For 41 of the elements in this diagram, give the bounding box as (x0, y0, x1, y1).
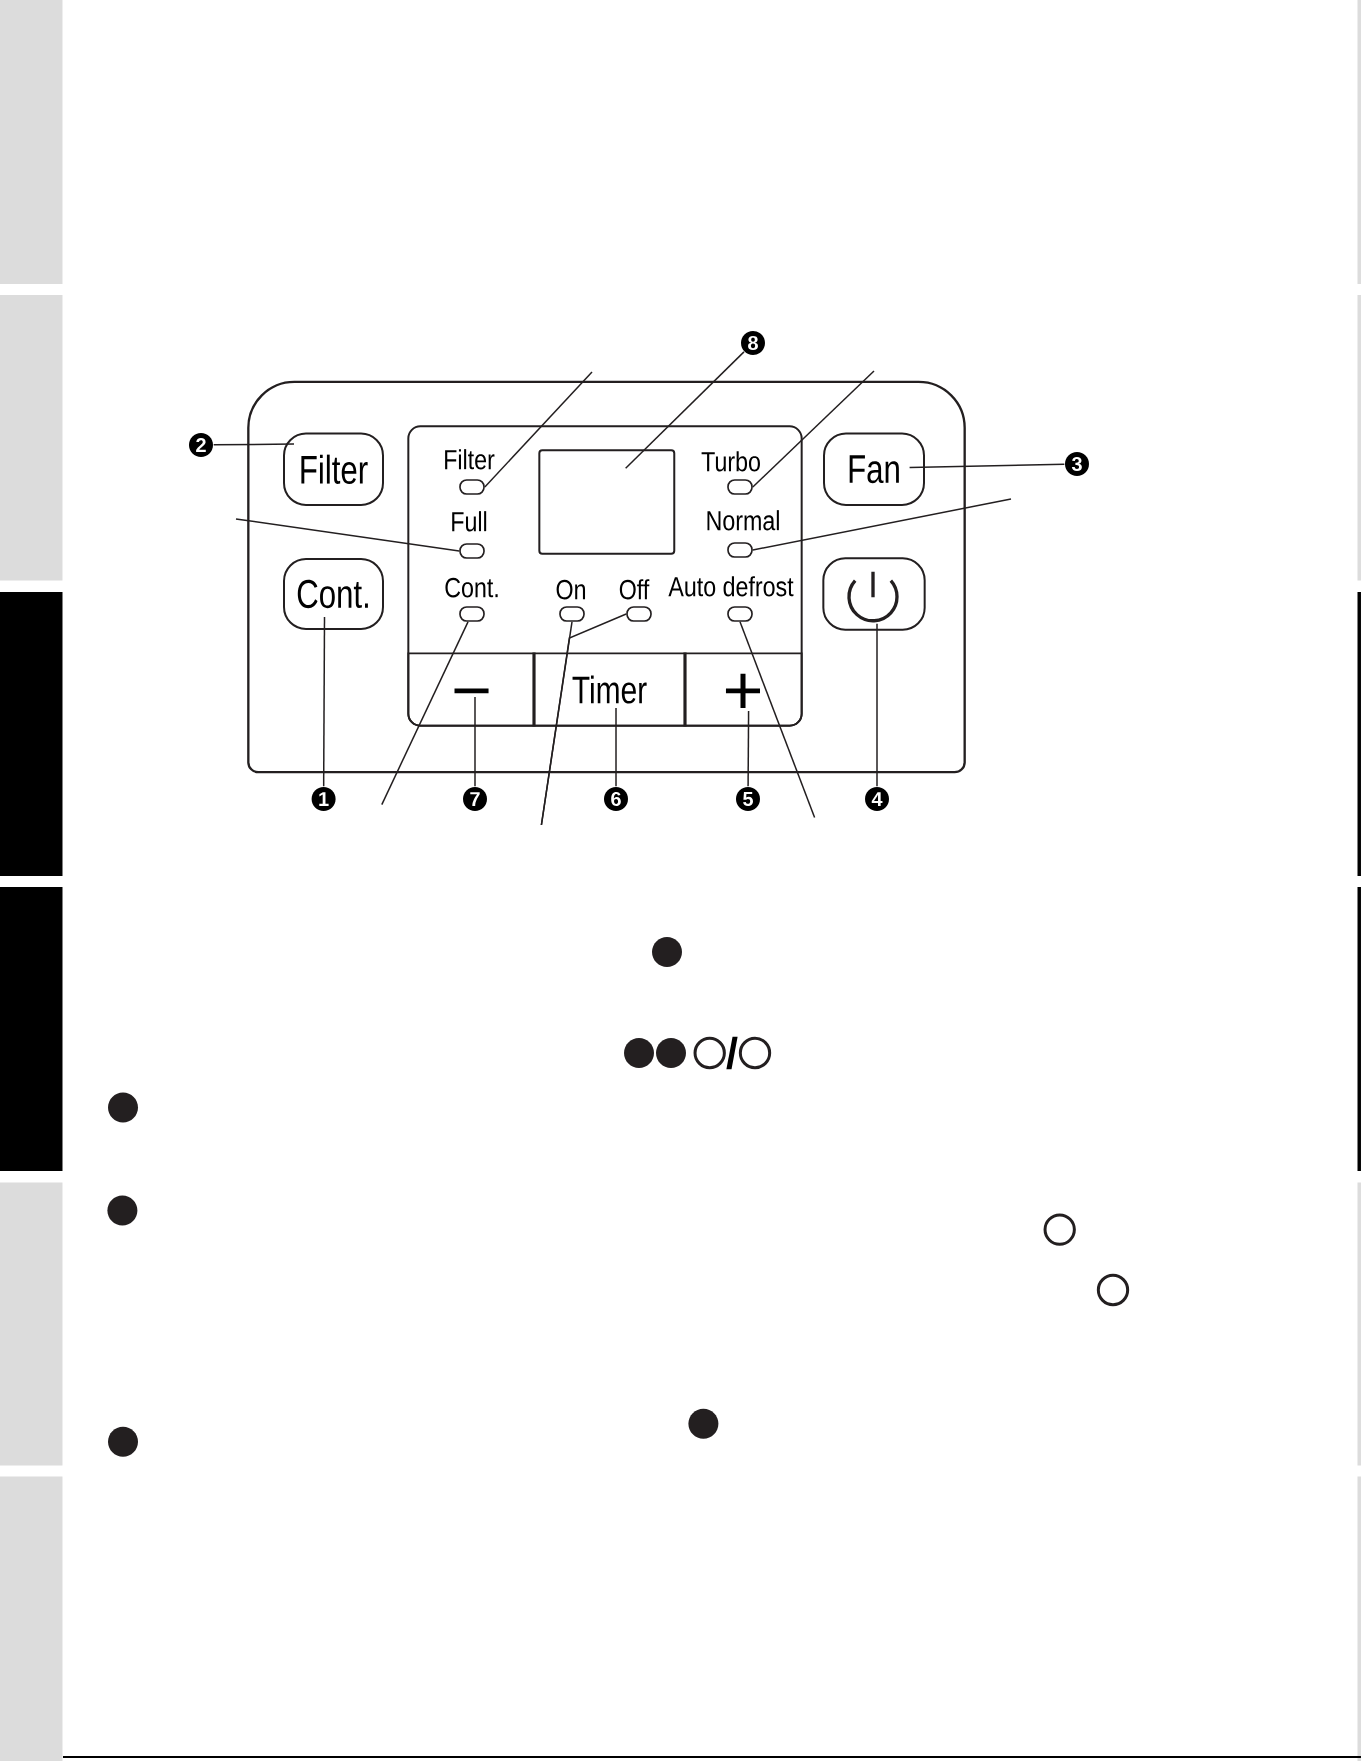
leader-line (739, 621, 816, 819)
leader-line (876, 622, 878, 788)
callout-number: 7 (463, 787, 487, 811)
indicator-panel (407, 425, 803, 727)
display-screen (538, 449, 676, 555)
leader-line (322, 616, 326, 788)
push-button: Filter (283, 432, 384, 506)
callout-number: 8 (741, 331, 765, 355)
callout-number: 4 (865, 787, 889, 811)
leader-line (212, 443, 295, 446)
indicator-label: Normal (707, 510, 779, 531)
indicator-label: Auto defrost (668, 576, 794, 597)
callout-number: 3 (1065, 452, 1089, 476)
leader-line (474, 696, 476, 788)
callout-number: 2 (189, 433, 213, 457)
indicator-label: Full (452, 511, 487, 532)
indicator-label: Filter (445, 449, 495, 470)
leader-line (381, 621, 469, 806)
indicator-label: Turbo (701, 451, 760, 472)
leader-line (624, 351, 745, 470)
indicator-label: Cont. (445, 577, 498, 598)
leader-line (484, 371, 593, 488)
key-button: − (407, 652, 536, 727)
control-panel (247, 380, 966, 774)
indicator-label: Off (619, 579, 650, 600)
callout-number: 6 (604, 787, 628, 811)
key-button: Timer (532, 652, 687, 727)
leader-line (235, 518, 460, 552)
push-button: Cont. (283, 558, 384, 630)
indicator-label: On (556, 579, 586, 600)
leader-line (908, 463, 1066, 469)
separator-slash: / (726, 1036, 738, 1070)
callout-number: 5 (736, 787, 760, 811)
leader-line (747, 710, 750, 788)
leader-line (615, 707, 617, 788)
key-button: + (683, 652, 803, 727)
callout-number: 1 (311, 787, 336, 811)
leader-line (752, 498, 1012, 551)
push-button: Fan (823, 432, 925, 506)
leader-line (540, 613, 627, 826)
leader-line (752, 370, 875, 488)
